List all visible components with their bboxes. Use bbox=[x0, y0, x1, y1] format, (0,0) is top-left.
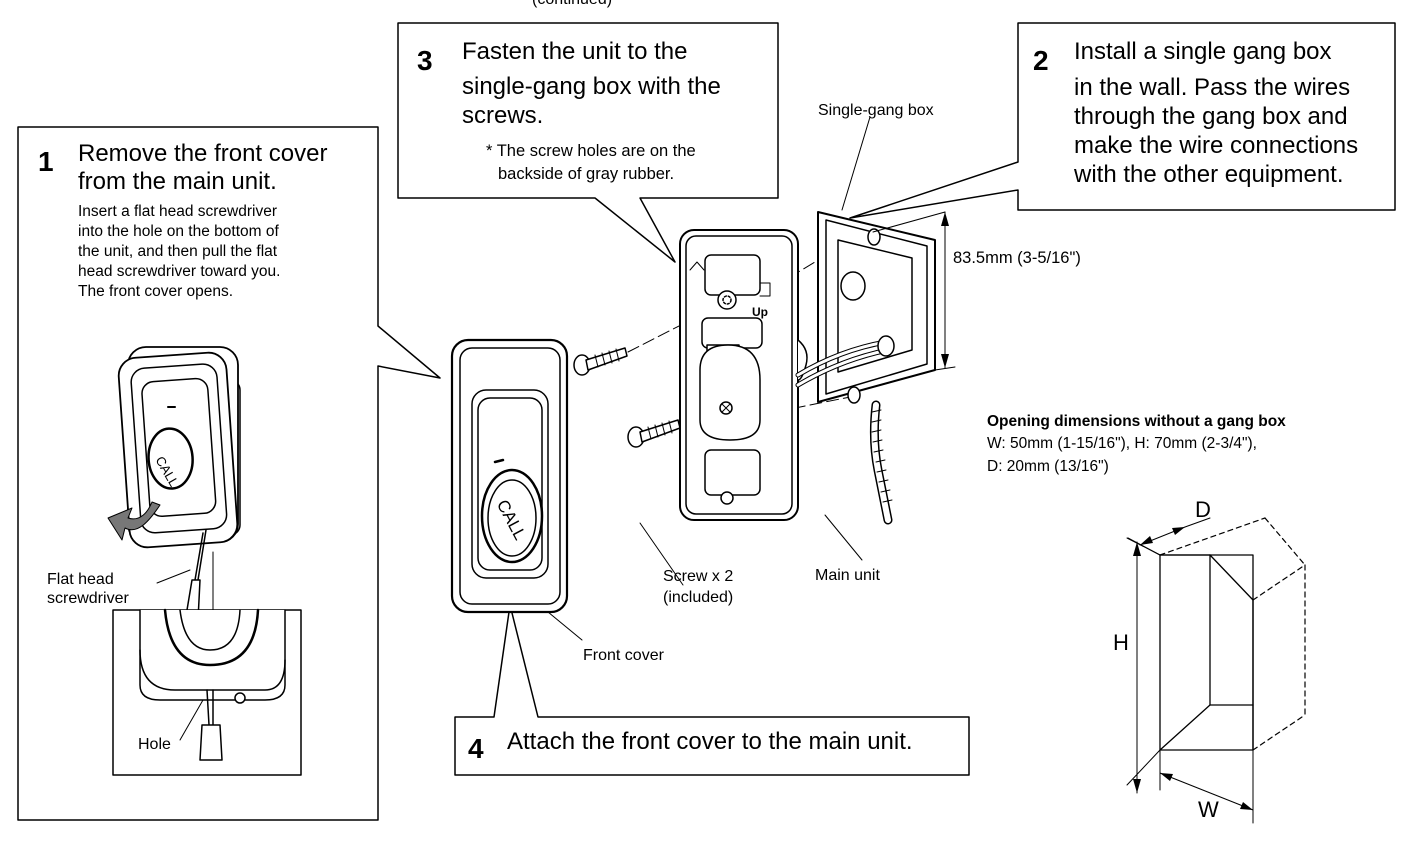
step4-number: 4 bbox=[468, 733, 484, 764]
single-gang-box-label: Single-gang box bbox=[818, 102, 934, 119]
step3-note-line2: backside of gray rubber. bbox=[498, 165, 675, 183]
step3-number: 3 bbox=[417, 45, 433, 76]
step2-title-line5: with the other equipment. bbox=[1074, 161, 1344, 188]
depth-label: D bbox=[1195, 497, 1211, 522]
step3-title-line1: Fasten the unit to the bbox=[462, 38, 688, 65]
front-cover-label: Front cover bbox=[583, 647, 664, 664]
front-cover-illustration: CALL bbox=[450, 338, 569, 614]
step1-number: 1 bbox=[38, 146, 54, 177]
opening-perspective-drawing bbox=[1126, 517, 1306, 824]
flat-head-screwdriver-label-line1: Flat head bbox=[47, 571, 114, 588]
step1-body-line4: head screwdriver toward you. bbox=[78, 263, 281, 280]
upper-screw-icon bbox=[573, 347, 628, 376]
step3-title-line3: screws. bbox=[462, 102, 544, 129]
screw-leader bbox=[639, 522, 684, 586]
height-label: H bbox=[1113, 630, 1129, 655]
step2-title-line4: make the wire connections bbox=[1074, 132, 1359, 159]
up-mark: Up bbox=[752, 305, 768, 319]
gang-box-height-label: 83.5mm (3-5/16") bbox=[953, 249, 1081, 267]
step3-callout-box bbox=[397, 22, 779, 263]
screwdriver-icon bbox=[194, 529, 207, 581]
gang-box-leader bbox=[841, 116, 871, 211]
step4-title: Attach the front cover to the main unit. bbox=[507, 728, 913, 755]
step3-title-line2: single-gang box with the bbox=[462, 73, 721, 100]
single-gang-box-illustration bbox=[795, 211, 936, 525]
step2-callout-box bbox=[849, 22, 1396, 219]
step2-title-line1: Install a single gang box bbox=[1074, 38, 1332, 65]
step1-title-line2: from the main unit. bbox=[78, 168, 277, 195]
step4-callout-box bbox=[454, 604, 970, 776]
front-cover-leader bbox=[547, 611, 583, 641]
continued-header-fragment: (continued) bbox=[532, 0, 612, 9]
opening-dimensions-title: Opening dimensions without a gang box bbox=[987, 413, 1286, 430]
step1-body-line1: Insert a flat head screwdriver bbox=[78, 203, 278, 220]
step1-title-line1: Remove the front cover bbox=[78, 140, 328, 167]
flat-head-screwdriver-label-line2: screwdriver bbox=[47, 590, 129, 607]
gang-box-height-dimension bbox=[872, 211, 956, 371]
opening-dimensions-line1: W: 50mm (1-15/16"), H: 70mm (2-3/4"), bbox=[987, 435, 1257, 452]
main-unit-leader bbox=[824, 514, 863, 561]
step2-title-line2: in the wall. Pass the wires bbox=[1074, 74, 1351, 101]
step2-number: 2 bbox=[1033, 45, 1049, 76]
hole-label: Hole bbox=[138, 736, 171, 753]
screw-label: Screw x 2 bbox=[663, 568, 734, 585]
pull-direction-arrow bbox=[107, 501, 161, 541]
lower-screw-icon bbox=[627, 419, 681, 448]
opening-dimensions-line2: D: 20mm (13/16") bbox=[987, 458, 1109, 475]
main-unit-label: Main unit bbox=[815, 567, 880, 584]
step1-body-line3: the unit, and then pull the flat bbox=[78, 243, 278, 260]
hole-detail-inset bbox=[112, 608, 302, 776]
screw-included-label: (included) bbox=[663, 589, 734, 606]
step1-body-line2: into the hole on the bottom of bbox=[78, 223, 279, 240]
opening-cover-illustration: CALL bbox=[107, 346, 241, 630]
step3-note-line1: * The screw holes are on the bbox=[486, 142, 696, 160]
main-unit-illustration: Up bbox=[679, 229, 808, 521]
width-label: W bbox=[1198, 797, 1219, 822]
step2-title-line3: through the gang box and bbox=[1074, 103, 1348, 130]
step1-body-line5: The front cover opens. bbox=[78, 283, 234, 300]
